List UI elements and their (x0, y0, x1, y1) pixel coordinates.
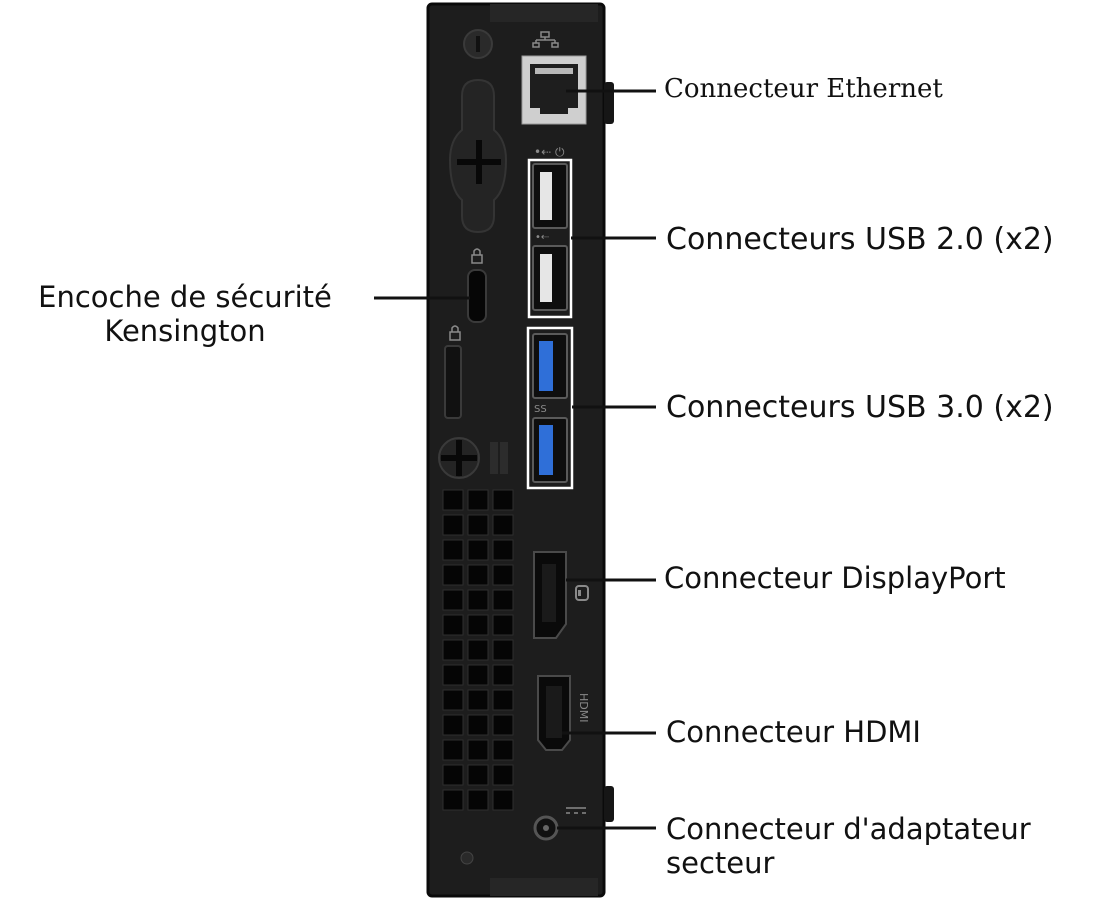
vent-hole (492, 739, 514, 761)
usb3-label: Connecteurs USB 3.0 (x2) (666, 390, 1054, 425)
vent-hole (492, 564, 514, 586)
vent-hole (467, 539, 489, 561)
usb-3-ports: SS (526, 326, 574, 490)
power-label: Connecteur d'adaptateur secteur (666, 812, 1031, 880)
vent-hole (467, 489, 489, 511)
vent-hole (442, 589, 464, 611)
vent-hole (492, 639, 514, 661)
hdmi-logo-icon: HDMI (577, 693, 590, 722)
vent-hole (442, 789, 464, 811)
vent-hole (467, 789, 489, 811)
leader-lines (374, 89, 656, 830)
vent-hole (467, 764, 489, 786)
vent-hole (467, 514, 489, 536)
usb2-label: Connecteurs USB 2.0 (x2) (666, 222, 1054, 257)
vent-hole (467, 714, 489, 736)
vent-hole (467, 739, 489, 761)
vent-hole (467, 589, 489, 611)
kensington-slot (444, 248, 487, 419)
hdmi-label: Connecteur HDMI (666, 715, 921, 749)
displayport-icon (575, 585, 589, 601)
vent-hole (467, 639, 489, 661)
vent-hole (492, 589, 514, 611)
vent-hole (492, 489, 514, 511)
power-label-line-2: secteur (666, 846, 775, 880)
vent-hole (442, 614, 464, 636)
kensington-label: Encoche de sécurité Kensington (30, 280, 340, 348)
kensington-label-line-2: Kensington (104, 314, 266, 348)
vent-hole (442, 764, 464, 786)
network-icon (532, 31, 559, 48)
vent-hole (442, 714, 464, 736)
vent-hole (492, 664, 514, 686)
power-label-line-1: Connecteur d'adaptateur (666, 812, 1031, 846)
usb-icon: •⇠ ⏻ (534, 145, 565, 159)
vent-hole (492, 539, 514, 561)
vent-hole (442, 489, 464, 511)
ventilation-grille (442, 489, 514, 811)
vent-hole (442, 639, 464, 661)
dc-power-icon (566, 807, 586, 814)
ethernet-label: Connecteur Ethernet (664, 74, 943, 104)
vent-hole (492, 514, 514, 536)
vent-hole (442, 564, 464, 586)
vent-hole (442, 514, 464, 536)
vent-hole (492, 789, 514, 811)
vent-hole (492, 714, 514, 736)
vent-hole (467, 564, 489, 586)
vent-hole (492, 614, 514, 636)
usb-icon-2: •⇠ (535, 232, 550, 243)
vent-hole (442, 689, 464, 711)
vent-hole (442, 664, 464, 686)
vent-hole (492, 764, 514, 786)
vent-hole (467, 664, 489, 686)
displayport-port (533, 551, 589, 639)
usb3-ss-icon: SS (534, 404, 547, 415)
displayport-label: Connecteur DisplayPort (664, 561, 1006, 595)
vent-hole (442, 739, 464, 761)
usb-2-ports: •⇠ ⏻ •⇠ (527, 145, 573, 319)
padlock-icon (449, 325, 461, 341)
lock-icon (471, 248, 483, 264)
vent-hole (442, 539, 464, 561)
vent-hole (467, 689, 489, 711)
vent-hole (492, 689, 514, 711)
vent-hole (467, 614, 489, 636)
kensington-label-line-1: Encoche de sécurité (38, 280, 332, 314)
thumbscrew (438, 437, 508, 479)
